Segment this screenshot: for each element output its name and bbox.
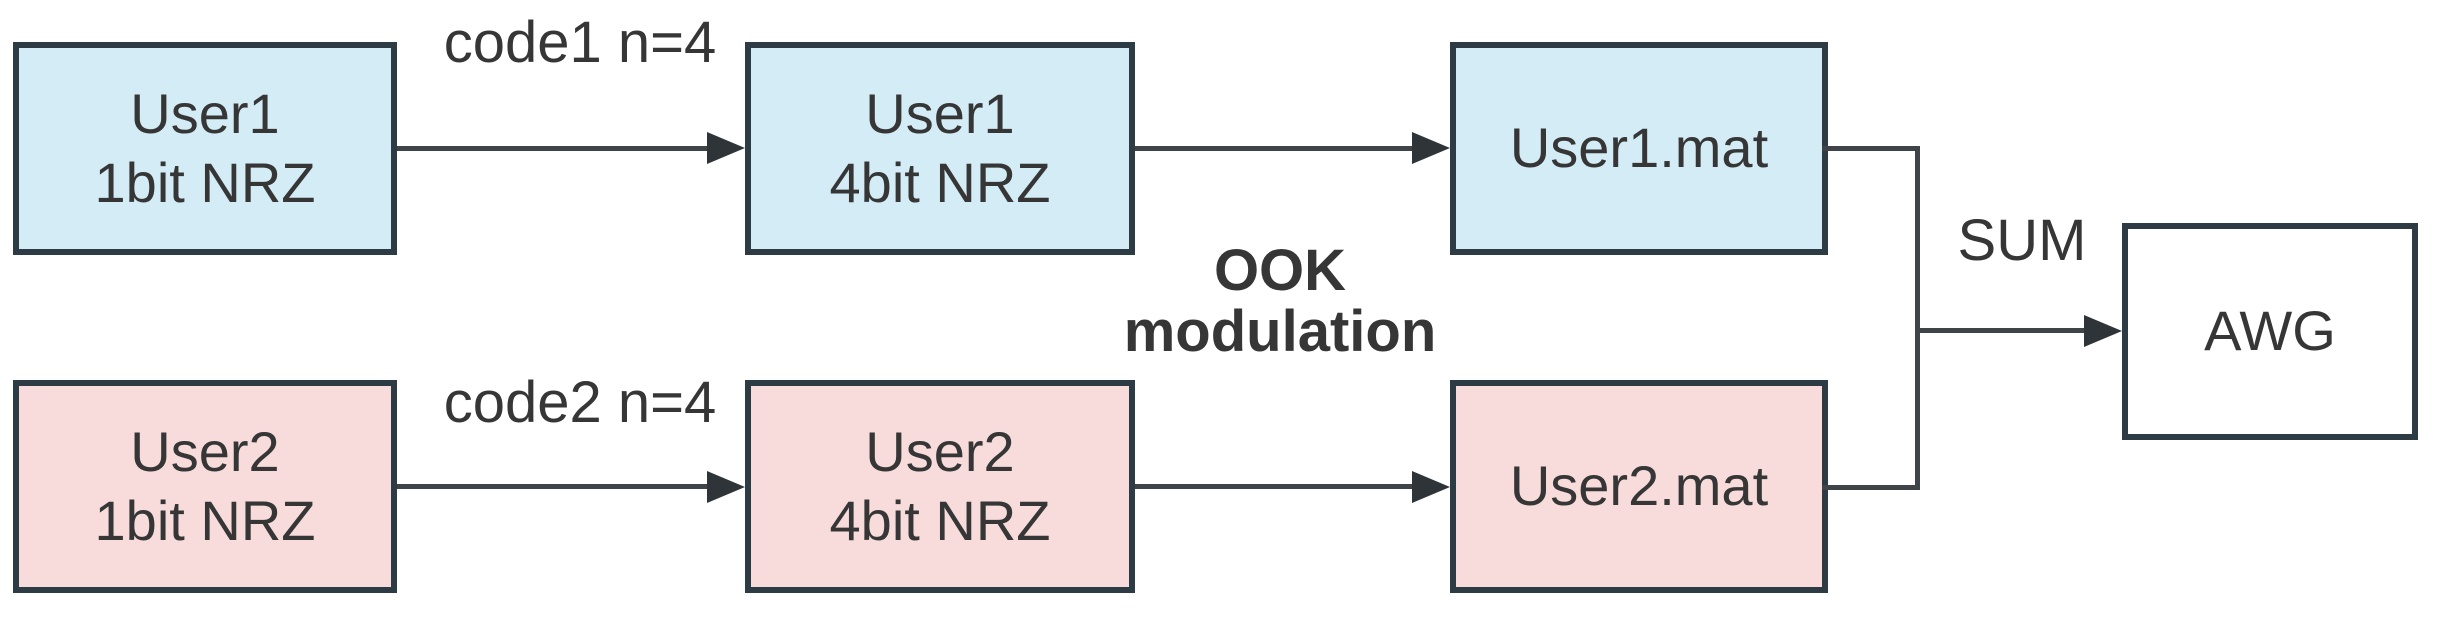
label-ook-modulation: OOK modulation: [1095, 240, 1465, 363]
box-user2-mat: User2.mat: [1450, 380, 1828, 593]
label-code2: code2 n=4: [443, 370, 717, 435]
box-user2-4bit-nrz: User2 4bit NRZ: [745, 380, 1135, 593]
box-user1-mat-label: User1.mat: [1510, 114, 1768, 182]
box-user2-1bit-nrz-label: User2 1bit NRZ: [95, 418, 316, 555]
box-text-line: User1.mat: [1509, 116, 1769, 180]
label-code1: code1 n=4: [443, 10, 717, 75]
box-user2-1bit-nrz: User2 1bit NRZ: [13, 380, 397, 593]
box-user1-1bit-nrz: User1 1bit NRZ: [13, 42, 397, 255]
arrow-line-user1-modulate: [1135, 146, 1415, 151]
box-awg: AWG: [2122, 223, 2418, 440]
box-text-line: User2: [865, 420, 1015, 484]
arrow-line-user2-modulate: [1135, 484, 1415, 489]
box-user2-4bit-nrz-label: User2 4bit NRZ: [830, 418, 1051, 555]
connector-user1mat-stub: [1822, 146, 1920, 151]
box-user1-4bit-nrz: User1 4bit NRZ: [745, 42, 1135, 255]
box-text-line: User1: [130, 82, 280, 146]
arrow-line-sum-awg: [1917, 328, 2087, 333]
box-text-line: 1bit NRZ: [94, 488, 316, 552]
label-ook-line2: modulation: [1123, 299, 1437, 365]
box-text-line: 4bit NRZ: [829, 488, 1051, 552]
box-user1-1bit-nrz-label: User1 1bit NRZ: [95, 80, 316, 217]
arrowhead-user2-modulate: [1412, 471, 1450, 503]
box-text-line: 1bit NRZ: [94, 150, 316, 214]
box-text-line: User1: [865, 82, 1015, 146]
label-ook-line1: OOK: [1213, 238, 1347, 303]
box-user2-mat-label: User2.mat: [1510, 452, 1768, 520]
arrowhead-user1-modulate: [1412, 132, 1450, 164]
box-user1-mat: User1.mat: [1450, 42, 1828, 255]
box-text-line: User2: [130, 420, 280, 484]
box-awg-label: AWG: [2204, 297, 2336, 365]
connector-user2mat-stub: [1822, 485, 1920, 490]
box-user1-4bit-nrz-label: User1 4bit NRZ: [830, 80, 1051, 217]
arrow-line-user1-encode: [397, 146, 710, 151]
box-text-line: 4bit NRZ: [829, 150, 1051, 214]
arrowhead-sum-awg: [2084, 315, 2122, 347]
box-text-line: User2.mat: [1509, 454, 1769, 518]
arrow-line-user2-encode: [397, 484, 710, 489]
arrowhead-user1-encode: [707, 132, 745, 164]
box-text-line: AWG: [2204, 299, 2336, 363]
label-sum: SUM: [1957, 208, 2087, 273]
arrowhead-user2-encode: [707, 471, 745, 503]
connector-merge-vertical: [1915, 146, 1920, 490]
